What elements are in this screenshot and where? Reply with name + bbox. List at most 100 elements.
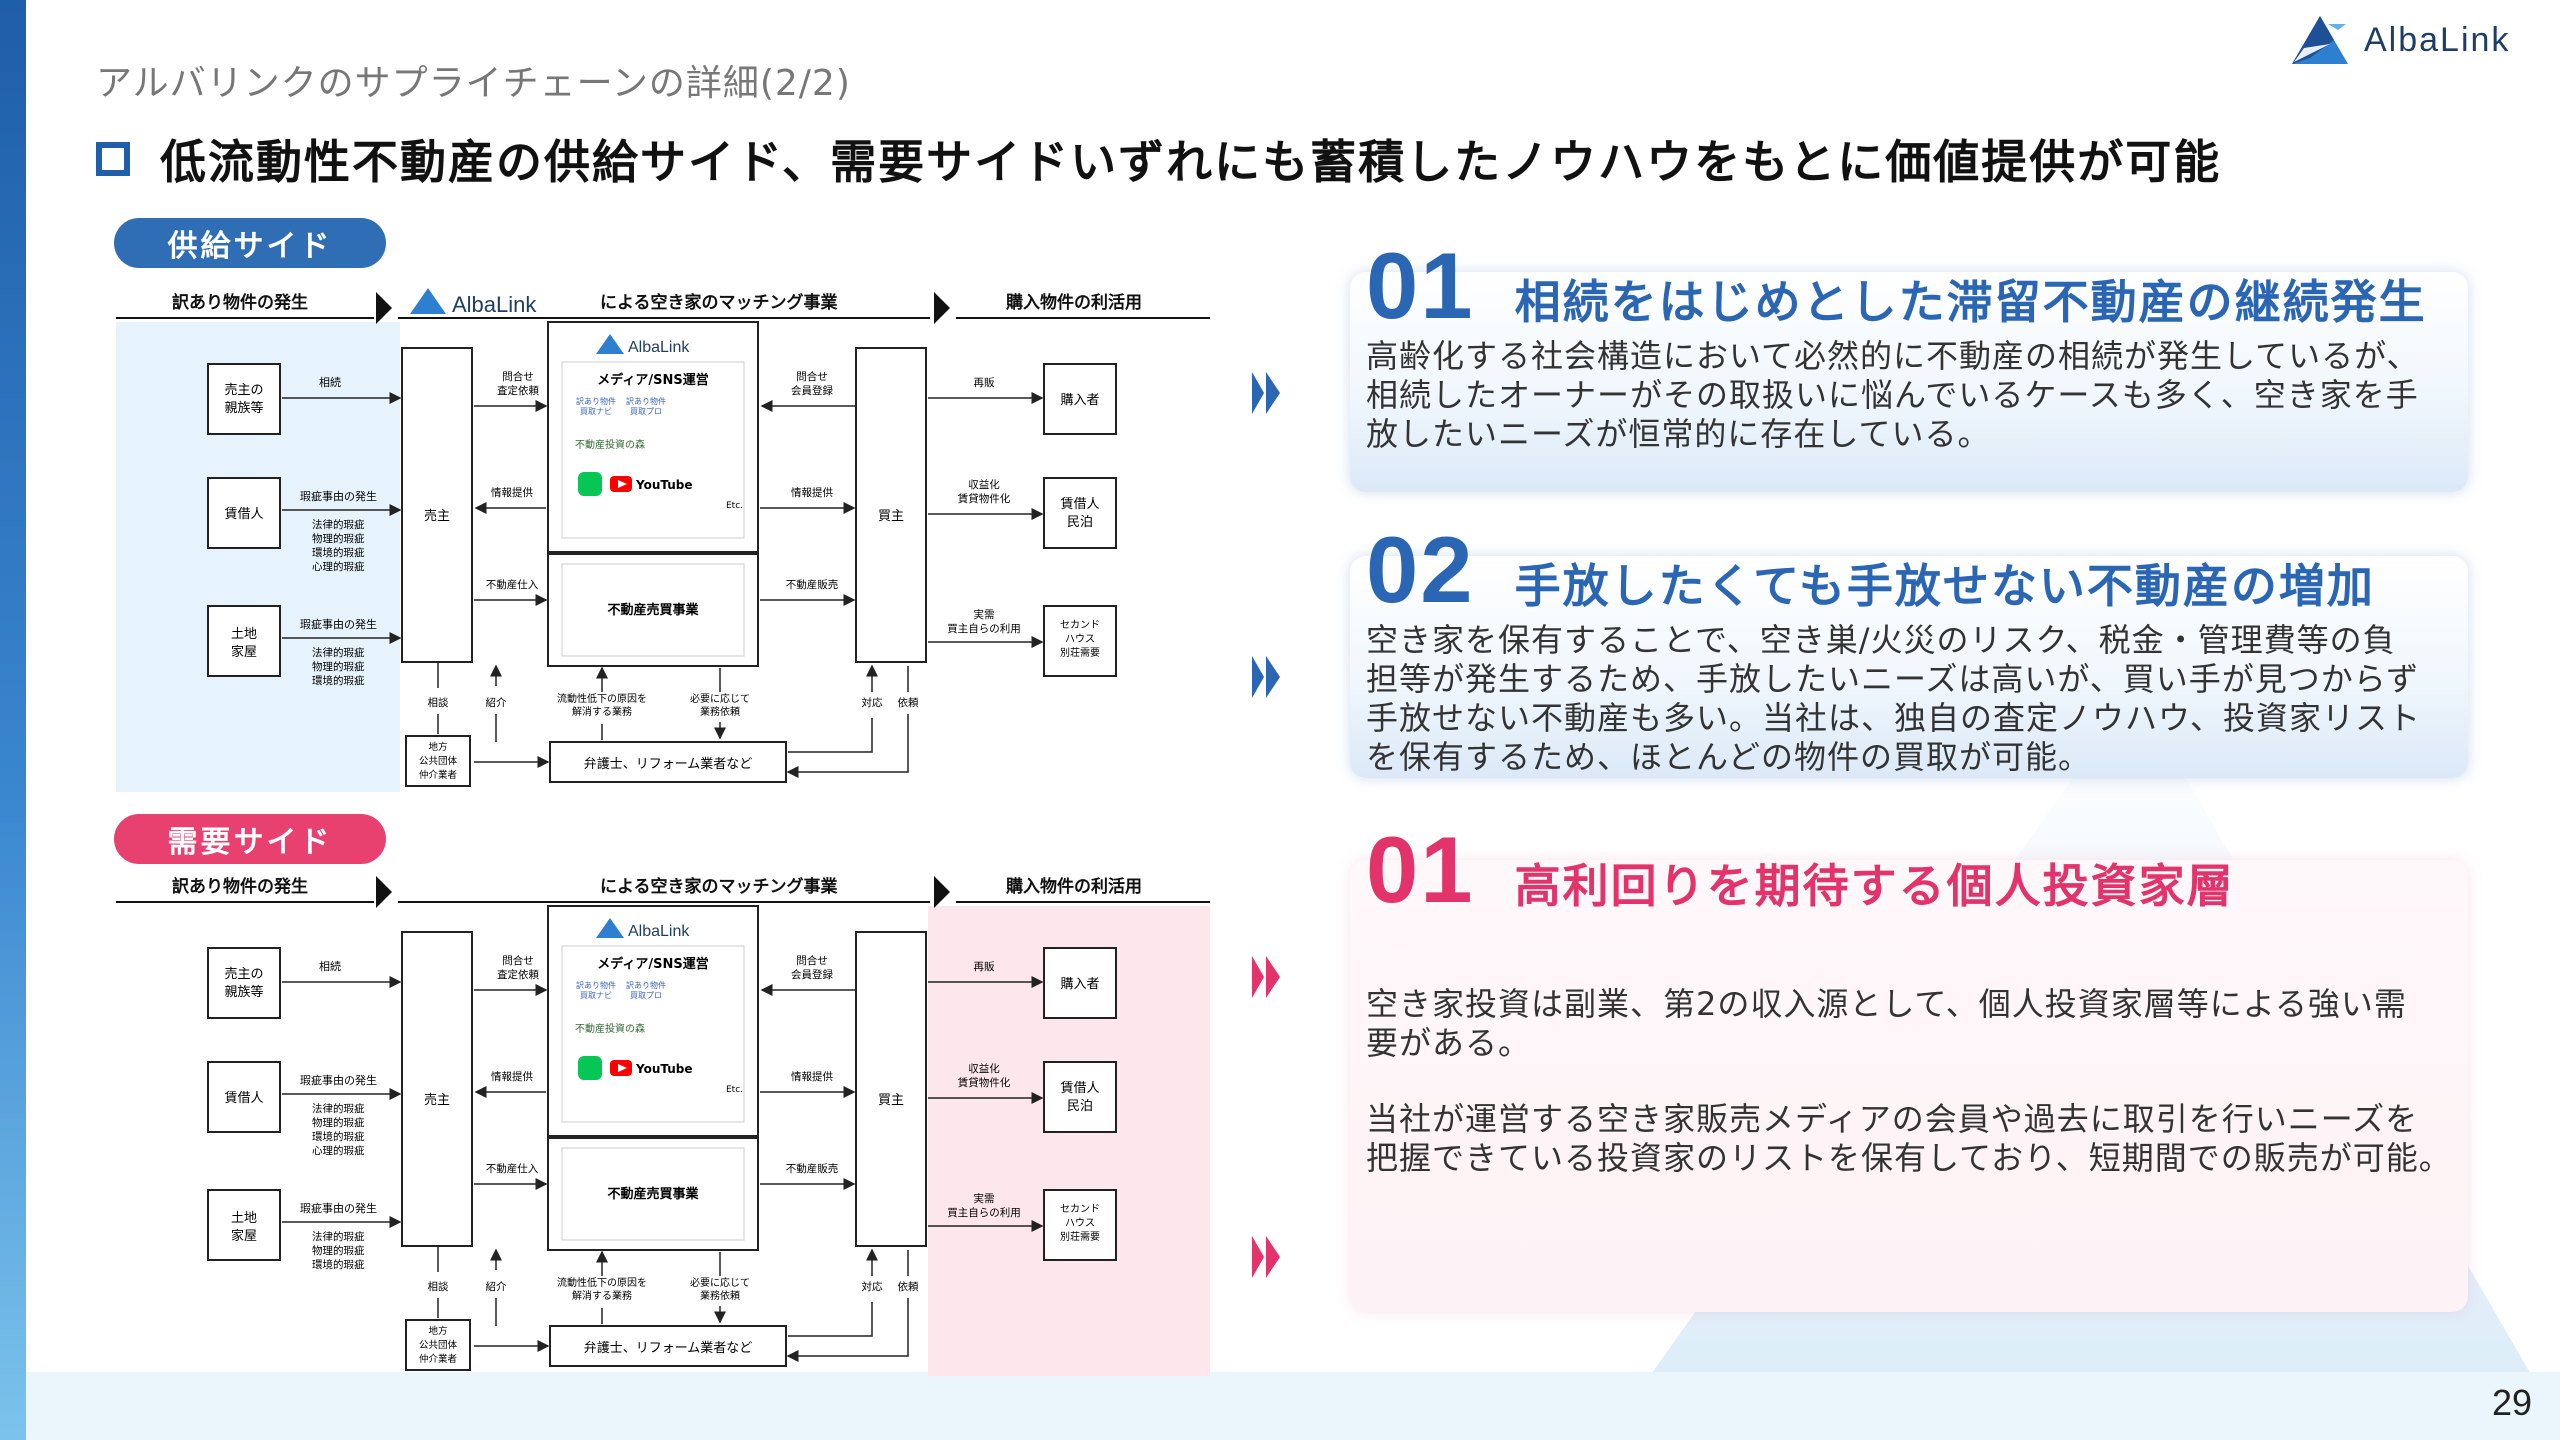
second-house-2: ハウス bbox=[1065, 1217, 1095, 1229]
card-3-line: 要がある。 bbox=[1366, 1024, 1532, 1062]
as-needed-2: 業務依頼 bbox=[700, 1289, 740, 1302]
card-2-line: を保有するため、ほとんどの物件の買取が可能。 bbox=[1366, 738, 2092, 776]
realestate-biz: 不動産売買事業 bbox=[607, 602, 699, 618]
diagram-shape bbox=[855, 347, 927, 663]
site-1b: 買取ナビ bbox=[580, 991, 612, 1000]
card-3-line: 把握できている投資家のリストを保有しており、短期間での販売が可能。 bbox=[1366, 1139, 2452, 1177]
resolve-2: 解消する業務 bbox=[572, 1289, 632, 1302]
diagram-shape bbox=[561, 1147, 745, 1241]
media-title: メディア/SNS運営 bbox=[597, 956, 708, 972]
introduce-label: 紹介 bbox=[486, 1280, 507, 1293]
col-arrow-1 bbox=[376, 876, 392, 908]
profit-1: 収益化 bbox=[968, 1062, 1000, 1075]
inquiry-member-1: 問合せ bbox=[796, 370, 828, 383]
card-3-line: 当社が運営する空き家販売メディアの会員や過去に取引を行いニーズを bbox=[1366, 1100, 2419, 1138]
defects3-3: 環境的瑕疵 bbox=[312, 1258, 365, 1271]
diagram-shape bbox=[207, 477, 281, 549]
resolve-2: 解消する業務 bbox=[572, 705, 632, 718]
defects4-1: 法律的瑕疵 bbox=[312, 1102, 365, 1115]
chevron-right-icon bbox=[1252, 1236, 1280, 1278]
card-1-title: 相続をはじめとした滞留不動産の継続発生 bbox=[1514, 275, 2427, 329]
card-1-line: 相続したオーナーがその取扱いに悩んでいるケースも多く、空き家を手 bbox=[1366, 376, 2419, 414]
defects4-2: 物理的瑕疵 bbox=[312, 532, 365, 545]
defect-reason-2: 瑕疵事由の発生 bbox=[300, 617, 377, 631]
self-use-1: 実需 bbox=[974, 1192, 995, 1205]
rental-1: 賃借人 bbox=[1060, 497, 1099, 512]
land-house-2: 家屋 bbox=[231, 644, 257, 660]
site-2a: 訳あり物件 bbox=[626, 980, 666, 990]
resale-label: 再販 bbox=[974, 961, 995, 973]
info-offer-right: 情報提供 bbox=[791, 1070, 833, 1083]
defects3-3: 環境的瑕疵 bbox=[312, 674, 365, 687]
diagram-shape bbox=[596, 334, 624, 354]
inquiry-appraisal-2: 査定依頼 bbox=[497, 384, 539, 397]
diagram-shape bbox=[405, 735, 471, 787]
col-right-label: 購入物件の利活用 bbox=[1006, 292, 1142, 313]
diagram-svg: 訳あり物件の発生 AlbaLink による空き家のマッチング事業 購入物件の利活… bbox=[116, 288, 1210, 792]
second-house-1: セカンド bbox=[1060, 1203, 1100, 1215]
media-etc: Etc. bbox=[726, 501, 743, 511]
card-inheritance bbox=[1350, 272, 2468, 492]
buyer-box: 買主 bbox=[878, 509, 904, 524]
col-right-label: 購入物件の利活用 bbox=[1006, 876, 1142, 897]
consult-label: 相談 bbox=[428, 696, 449, 709]
card-2-line: 担等が発生するため、手放したいニーズは高いが、買い手が見つからず bbox=[1366, 660, 2420, 698]
diagram-shape bbox=[596, 918, 624, 938]
defects4-3: 環境的瑕疵 bbox=[312, 546, 365, 559]
inquiry-appraisal-1: 問合せ bbox=[502, 370, 534, 383]
land-house-1: 土地 bbox=[231, 627, 257, 642]
diagram-shape bbox=[1043, 363, 1117, 435]
local-orgs-1: 地方 bbox=[428, 1325, 447, 1337]
card-2-number: 02 bbox=[1366, 517, 1475, 622]
inquiry-appraisal-2: 査定依頼 bbox=[497, 968, 539, 981]
albalink-logo: AlbaLink bbox=[2290, 14, 2510, 66]
site-1a: 訳あり物件 bbox=[576, 980, 616, 990]
defect-reason-1: 瑕疵事由の発生 bbox=[300, 489, 377, 503]
inquiry-member-2: 会員登録 bbox=[791, 384, 833, 397]
second-house-3: 別荘需要 bbox=[1060, 647, 1100, 659]
diagram-shape bbox=[561, 361, 745, 539]
as-needed-1: 必要に応じて bbox=[690, 1276, 750, 1289]
defects3-1: 法律的瑕疵 bbox=[312, 646, 365, 659]
inherit-label: 相続 bbox=[319, 959, 341, 973]
card-3-title: 高利回りを期待する個人投資家層 bbox=[1514, 859, 2235, 913]
card-2-title: 手放したくても手放せない不動産の増加 bbox=[1514, 559, 2375, 613]
diagram-shape bbox=[788, 1302, 873, 1337]
card-1-line: 放したいニーズが恒常的に存在している。 bbox=[1366, 415, 1991, 453]
defects3-2: 物理的瑕疵 bbox=[312, 1244, 365, 1257]
defects4-4: 心理的瑕疵 bbox=[312, 1144, 365, 1157]
col-mid-label: による空き家のマッチング事業 bbox=[600, 292, 838, 313]
line-icon bbox=[578, 1056, 602, 1080]
center-logo-text: AlbaLink bbox=[628, 339, 690, 356]
col-mid-label: による空き家のマッチング事業 bbox=[600, 876, 838, 897]
owner-family-2: 親族等 bbox=[224, 984, 263, 1000]
diagram-shape bbox=[855, 931, 927, 1247]
card-3-heading: 01 高利回りを期待する個人投資家層 bbox=[1366, 816, 2235, 924]
site-2a: 訳あり物件 bbox=[626, 396, 666, 406]
diagram-svg: 訳あり物件の発生 による空き家のマッチング事業 購入物件の利活用 売主の 親族等… bbox=[116, 876, 1210, 1376]
footer-band bbox=[26, 1372, 2560, 1440]
diagram-shape bbox=[549, 741, 787, 783]
self-use-1: 実需 bbox=[974, 608, 995, 621]
as-needed-2: 業務依頼 bbox=[700, 705, 740, 718]
as-needed-1: 必要に応じて bbox=[690, 692, 750, 705]
demand-side-label: 需要サイド bbox=[114, 814, 386, 864]
rental-1: 賃借人 bbox=[1060, 1081, 1099, 1096]
info-offer-left: 情報提供 bbox=[491, 1070, 533, 1083]
diagram-shape bbox=[618, 1064, 627, 1072]
headline-text: 低流動性不動産の供給サイド、需要サイドいずれにも蓄積したノウハウをもとに価値提供… bbox=[160, 135, 2222, 189]
media-title: メディア/SNS運営 bbox=[597, 372, 708, 388]
inquiry-member-2: 会員登録 bbox=[791, 968, 833, 981]
resolve-1: 流動性低下の原因を bbox=[557, 692, 647, 705]
buyer-box: 買主 bbox=[878, 1093, 904, 1108]
self-use-2: 買主自らの利用 bbox=[947, 622, 1021, 635]
diagram-shape bbox=[1043, 947, 1117, 1019]
card-1-line: 高齢化する社会構造において必然的に不動産の相続が発生しているが、 bbox=[1366, 337, 2420, 375]
diagram-shape bbox=[1043, 477, 1117, 549]
site-2b: 買取プロ bbox=[630, 991, 662, 1000]
site-1b: 買取ナビ bbox=[580, 407, 612, 416]
self-use-2: 買主自らの利用 bbox=[947, 1206, 1021, 1219]
center-logo-text: AlbaLink bbox=[628, 923, 690, 940]
diagram-shape bbox=[1043, 605, 1117, 677]
breadcrumb: アルバリンクのサプライチェーンの詳細(2/2) bbox=[96, 63, 851, 104]
